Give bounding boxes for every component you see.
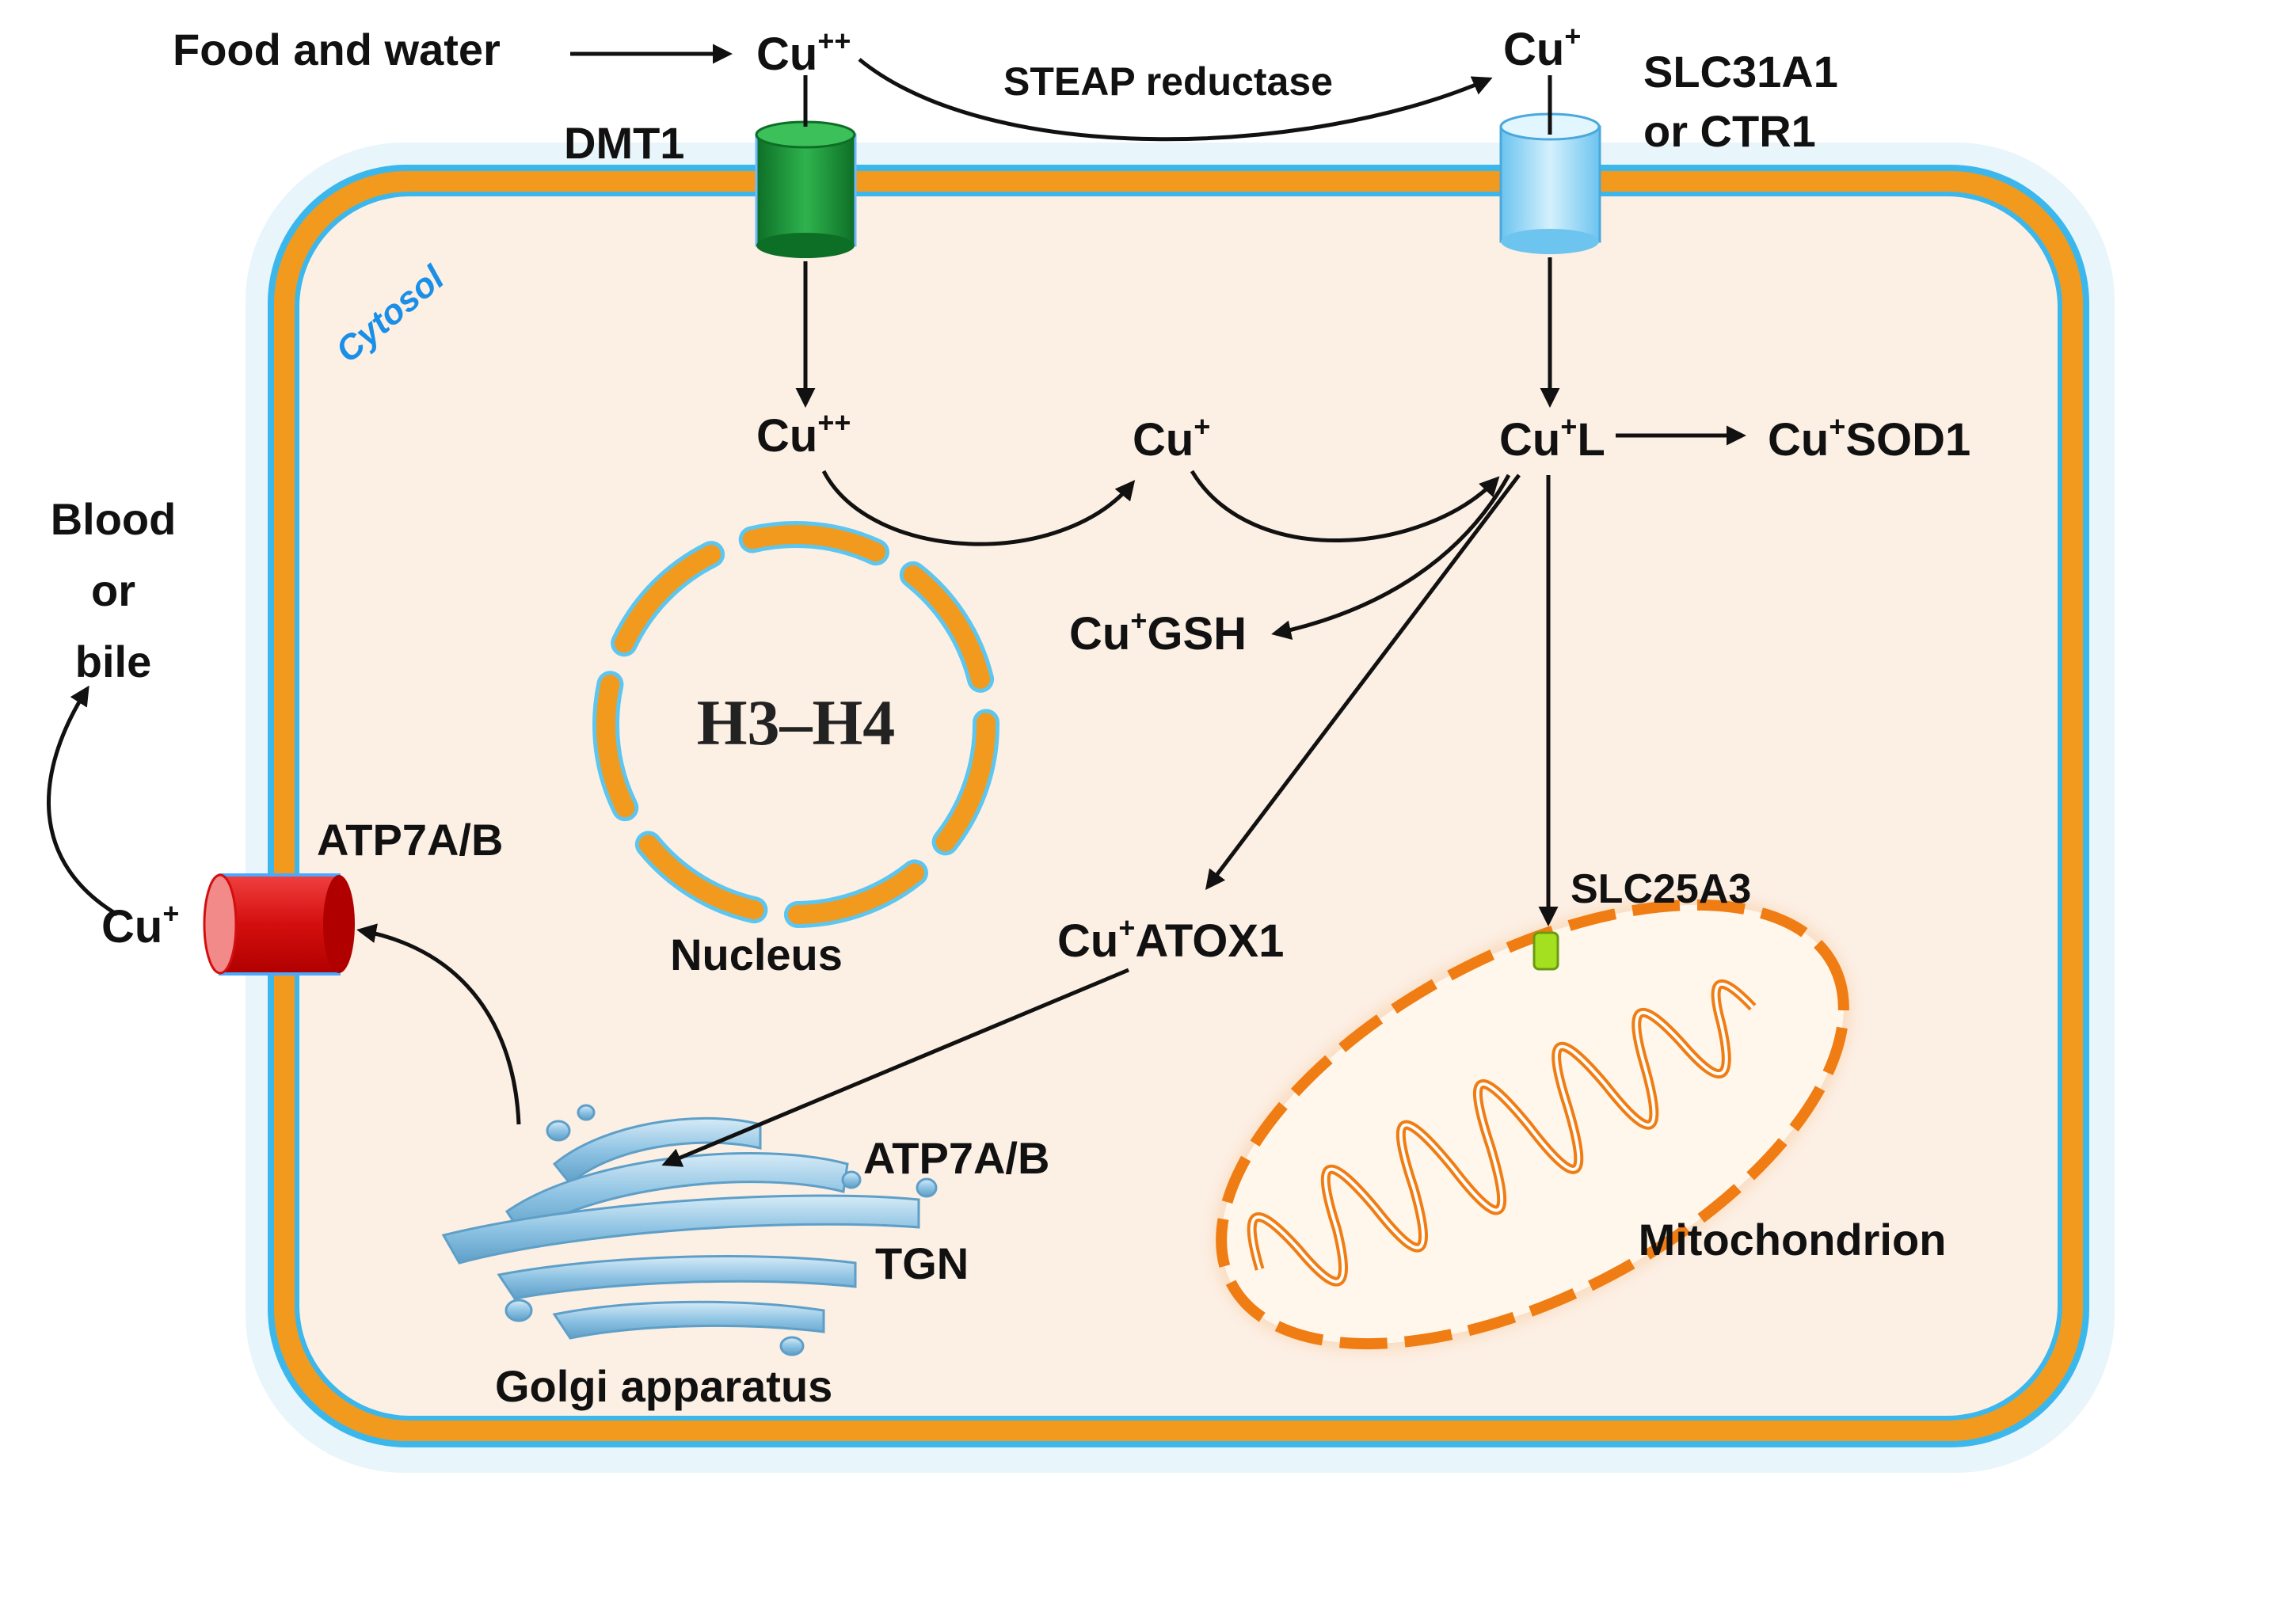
nucleus-histone-label: H3–H4 [697,686,896,759]
arrow-cu1-to-blood [46,685,119,917]
slc25a3-transporter [1532,931,1559,971]
arrow-cu2-to-cu1 [821,470,1136,546]
cu-gsh-label: Cu+GSH [1069,604,1247,660]
cu1-outside-label: Cu+ [1503,20,1581,75]
atp7ab-membrane-label: ATP7A/B [317,815,503,865]
slc25a3-label: SLC25A3 [1571,866,1751,912]
arrow-golgi-to-atp7 [356,923,521,1125]
golgi-apparatus [441,1104,938,1356]
cul-label: Cu+L [1499,410,1605,466]
arrow-cul-to-gsh [1271,474,1511,641]
ctr1-transporter [1499,112,1601,254]
steap-label: STEAP reductase [1003,59,1333,104]
arrow-cu1-to-cul [1190,470,1500,543]
food-water-label: Food and water [173,25,501,74]
ctr1-label: or CTR1 [1643,106,1816,156]
golgi-label: Golgi apparatus [495,1361,832,1411]
cu2-inside-label: Cu++ [756,406,851,462]
cu1-middle-label: Cu+ [1133,410,1210,466]
or-label: or [91,565,135,615]
arrow-atox1-to-golgi [661,968,1129,1167]
atp7ab-transporter [203,873,355,976]
mitochondrion-label: Mitochondrion [1639,1215,1947,1265]
arrows [46,44,1746,1167]
tgn-label: TGN [875,1238,969,1288]
arrow-steap [858,58,1493,142]
atp7ab-golgi-label: ATP7A/B [863,1133,1049,1183]
blood-label: Blood [51,494,177,544]
arrow-cul-to-atox1 [1205,474,1521,890]
mitochondrion [1213,897,1852,1352]
slc31a1-label: SLC31A1 [1643,47,1838,97]
cu-sod1-label: Cu+SOD1 [1768,410,1970,466]
dmt1-transporter [755,120,857,258]
nucleus-label: Nucleus [670,930,843,979]
dmt1-label: DMT1 [564,118,684,168]
nucleus [592,521,999,928]
cu-atox1-label: Cu+ATOX1 [1057,911,1284,967]
cu2-outside-label: Cu++ [756,25,851,80]
bile-label: bile [75,637,151,686]
cu1-exit-label: Cu+ [101,897,179,953]
